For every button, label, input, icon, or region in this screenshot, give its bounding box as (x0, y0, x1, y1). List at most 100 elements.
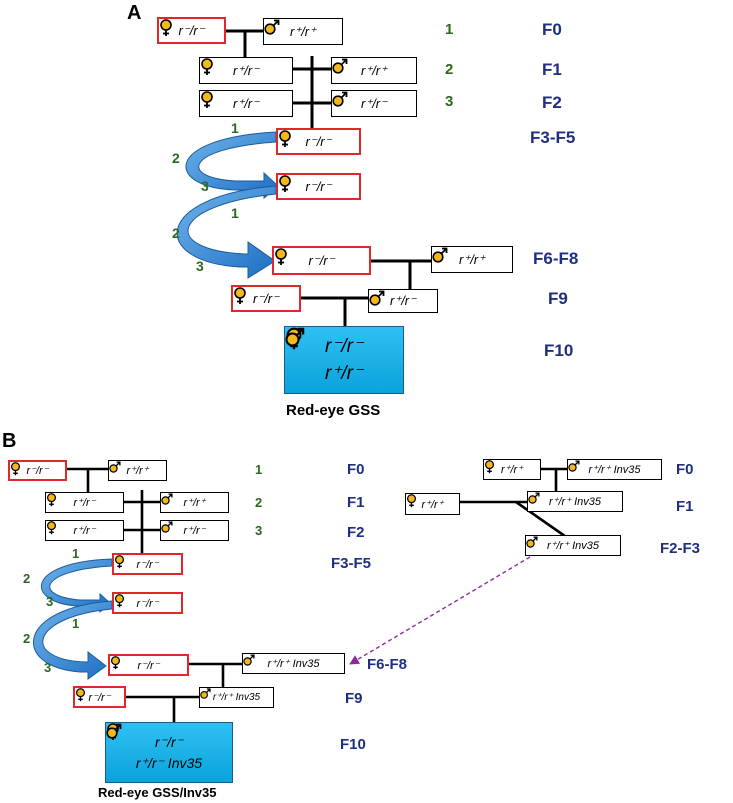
b-f0-male-box: r⁺/r⁺ (108, 460, 167, 481)
a-f6-female-box: r⁻/r⁻ (272, 246, 371, 275)
a-gss-box: r⁻/r⁻ r⁺/r⁻ (284, 326, 404, 394)
genotype-label: r⁺/r⁻ (73, 525, 96, 537)
b-f0-female-box: r⁻/r⁻ (8, 460, 67, 481)
b-right-f0-female-box: r⁺/r⁺ (483, 459, 541, 480)
b-arrow-number-1: 1 (72, 546, 80, 561)
panel-label-a: A (127, 2, 142, 24)
a-gen-f9: F9 (548, 289, 568, 308)
genotype-label: r⁺/r⁺ (290, 23, 316, 39)
female-symbol-icon (406, 494, 417, 508)
male-symbol-icon (106, 723, 122, 739)
b-right-gen-f2-f3: F2-F3 (660, 540, 701, 557)
male-symbol-icon (369, 290, 385, 306)
a-arrow-number-2b: 2 (172, 225, 180, 241)
genotype-label: r⁺/r⁻ (233, 95, 259, 111)
genotype-label: r⁻/r⁻ (178, 22, 205, 38)
male-symbol-icon (432, 247, 448, 263)
b-arrow-number-2: 2 (23, 571, 31, 586)
male-symbol-icon (161, 493, 173, 505)
b-f3-female-box-2: r⁻/r⁻ (112, 592, 183, 614)
male-symbol-icon (568, 460, 580, 472)
genotype-label: r⁻/r⁻ (305, 133, 332, 149)
male-symbol-icon (526, 536, 538, 548)
a-gen-f1: F1 (542, 60, 562, 79)
b-f6-male-box: r⁺/r⁺ Inv35 (242, 653, 345, 674)
female-symbol-icon (201, 58, 213, 75)
female-symbol-icon (110, 656, 121, 670)
a-f2-male-box: r⁺/r⁻ (331, 90, 417, 117)
a-arrow-number-3b: 3 (196, 258, 204, 274)
b-right-f0-male-box: r⁺/r⁺ Inv35 (567, 459, 662, 480)
genotype-label: r⁺/r⁺ (421, 498, 444, 511)
a-f3-female-box-1: r⁻/r⁻ (276, 128, 361, 155)
b-f3-female-box-1: r⁻/r⁻ (112, 553, 183, 575)
genotype-label: r⁻/r⁻ (26, 465, 49, 477)
gss-female-genotype: r⁻/r⁻ (325, 336, 363, 357)
a-f6-male-box: r⁺/r⁺ (431, 246, 513, 273)
female-symbol-icon (275, 248, 287, 265)
genotype-label: r⁺/r⁺ Inv35 (549, 496, 601, 508)
female-symbol-icon (234, 287, 246, 304)
genotype-label: r⁻/r⁻ (308, 252, 335, 268)
b-f6-female-box: r⁻/r⁻ (108, 654, 189, 676)
male-symbol-icon (109, 461, 121, 473)
genotype-label: r⁺/r⁺ (459, 251, 485, 267)
a-f1-female-box: r⁺/r⁻ (199, 57, 293, 84)
b-right-f1-male-box: r⁺/r⁺ Inv35 (527, 491, 623, 512)
gss-female-genotype: r⁻/r⁻ (155, 733, 183, 750)
male-symbol-icon (161, 521, 173, 533)
female-symbol-icon (114, 555, 125, 569)
male-symbol-icon (243, 654, 255, 666)
gss-female-line: r⁻/r⁻ (286, 327, 363, 358)
a-f0-male-box: r⁺/r⁺ (263, 18, 343, 45)
a-cross-number-1: 1 (445, 21, 454, 38)
panel-b-arrow-2 (33, 600, 113, 680)
a-gen-f6-f8: F6-F8 (533, 249, 579, 268)
b-arrow-number-1b: 1 (72, 616, 80, 631)
a-arrow-number-1b: 1 (231, 205, 239, 221)
genotype-label: r⁺/r⁻ (361, 95, 387, 111)
b-f9-male-box: r⁺/r⁺ Inv35 (199, 687, 274, 708)
a-arrow-number-3: 3 (201, 178, 209, 194)
b-gen-f9: F9 (345, 690, 363, 707)
b-arrow-number-3b: 3 (44, 660, 52, 675)
gss-male-line: r⁺/r⁻ (285, 327, 363, 385)
genotype-label: r⁻/r⁻ (137, 659, 160, 672)
b-gen-f2: F2 (347, 524, 365, 541)
b-arrow-number-2b: 2 (23, 631, 31, 646)
gss-male-genotype: r⁺/r⁻ (325, 363, 363, 384)
b-gen-f10: F10 (340, 736, 366, 753)
b-right-f2-male-box: r⁺/r⁺ Inv35 (525, 535, 621, 556)
b-right-gen-f1: F1 (676, 498, 694, 515)
b-gen-f1: F1 (347, 494, 365, 511)
panel-b-lines (67, 467, 573, 723)
male-symbol-icon (285, 327, 305, 347)
female-symbol-icon (114, 594, 125, 608)
genotype-label: r⁻/r⁻ (136, 558, 159, 571)
genotype-label: r⁺/r⁺ (501, 464, 523, 476)
male-symbol-icon (332, 91, 348, 107)
a-f9-female-box: r⁻/r⁻ (231, 285, 301, 312)
genotype-label: r⁺/r⁻ (183, 525, 206, 537)
a-cross-number-3: 3 (445, 93, 454, 110)
a-cross-number-2: 2 (445, 61, 454, 78)
female-symbol-icon (279, 130, 291, 147)
female-symbol-icon (75, 688, 86, 702)
b-right-gen-f0: F0 (676, 461, 694, 478)
genotype-label: r⁻/r⁻ (305, 178, 332, 194)
genotype-label: r⁻/r⁻ (136, 597, 159, 610)
male-symbol-icon (332, 58, 348, 74)
b-cross-number-2: 2 (255, 495, 263, 510)
genotype-label: r⁺/r⁺ (183, 497, 206, 509)
male-symbol-icon (264, 19, 280, 35)
panel-a-lines (226, 29, 431, 326)
female-symbol-icon (46, 493, 57, 507)
genotype-label: r⁺/r⁺ (361, 62, 387, 78)
female-symbol-icon (160, 19, 172, 36)
male-symbol-icon (528, 492, 540, 504)
genotype-label: r⁺/r⁻ (73, 497, 96, 509)
b-arrow-number-3: 3 (46, 594, 54, 609)
b-gen-f6-f8: F6-F8 (367, 656, 408, 673)
a-f9-male-box: r⁺/r⁻ (368, 289, 438, 313)
a-gen-f2: F2 (542, 93, 562, 112)
